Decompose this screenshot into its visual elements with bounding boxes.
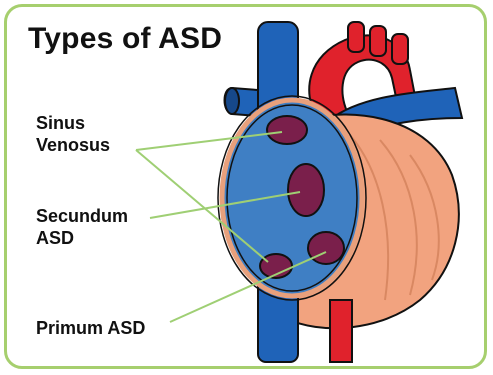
artery-bottom	[330, 300, 352, 362]
primum-defect	[308, 232, 344, 264]
aorta-branch-2	[370, 26, 386, 56]
secundum-defect	[288, 164, 324, 216]
sinus-venosus-defect-upper	[267, 116, 307, 144]
vein-stub-opening	[225, 88, 239, 114]
aorta-branch-1	[348, 22, 364, 52]
aorta-branch-3	[392, 34, 408, 64]
